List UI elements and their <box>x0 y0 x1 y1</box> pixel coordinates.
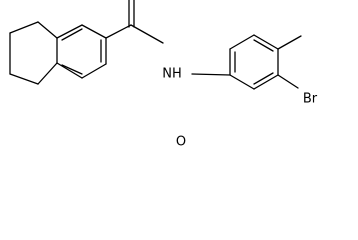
bond <box>37 21 58 39</box>
bond <box>191 73 231 76</box>
indane-ring-system <box>9 21 107 85</box>
bromine-label: Br <box>303 92 318 107</box>
bond <box>229 74 255 90</box>
bond <box>277 74 299 89</box>
bond <box>105 24 132 39</box>
oxygen-label: O <box>176 135 186 150</box>
molecule-drawing: NH O Br <box>9 0 318 150</box>
bond <box>61 28 83 41</box>
bond <box>130 24 164 44</box>
bromotolyl-ring <box>191 34 302 90</box>
bond <box>253 34 279 50</box>
bond <box>9 73 39 85</box>
bond <box>229 34 255 50</box>
bond <box>277 35 302 50</box>
amide-linker <box>105 0 164 44</box>
bond <box>61 64 83 75</box>
nitrogen-label: NH <box>162 67 182 82</box>
structure-canvas: NH O Br <box>9 0 318 150</box>
bond <box>81 24 107 39</box>
bond <box>253 74 279 90</box>
bond <box>9 21 39 34</box>
bond <box>253 39 274 52</box>
bond <box>56 62 83 79</box>
bond <box>56 24 83 39</box>
bond <box>253 72 274 85</box>
bond <box>37 62 58 85</box>
bond <box>81 63 107 79</box>
